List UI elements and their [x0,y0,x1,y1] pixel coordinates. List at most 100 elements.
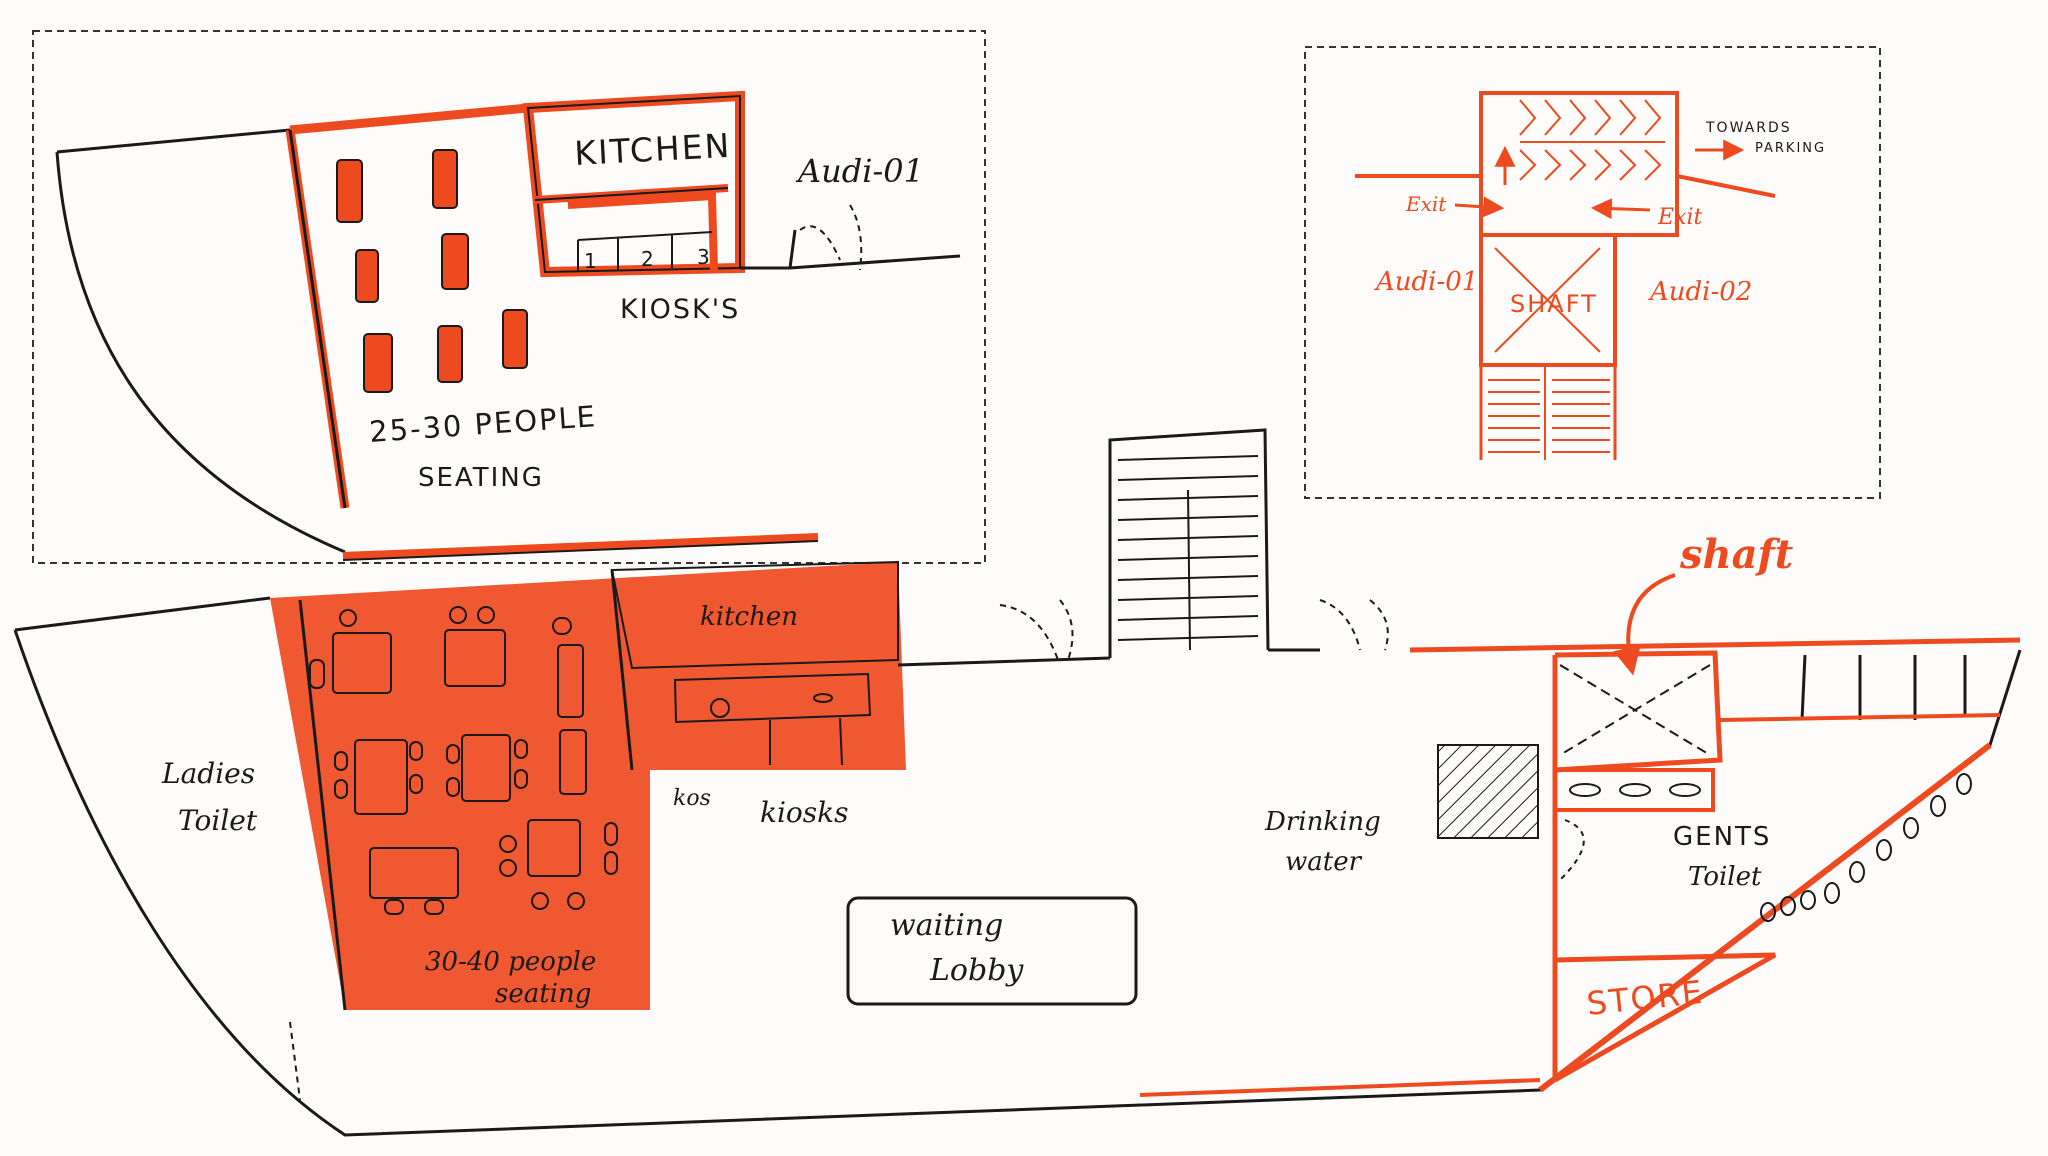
kitchen-label-plan: kitchen [700,602,798,632]
chair [334,779,348,799]
table [332,632,392,694]
wash-counter [1553,768,1715,812]
toilet-fixtures [1760,773,1972,922]
gents-label: GENTS [1673,822,1771,852]
store-label: STORE [1585,973,1706,1023]
left-inset-frame [32,30,986,564]
chair [424,899,444,915]
table-group [336,149,528,393]
chair [514,739,528,759]
chair [384,899,404,915]
table [441,233,469,290]
table [363,333,393,393]
seating-capacity-label: 25-30 PEOPLE [368,399,598,449]
outer-wall [13,596,2022,1137]
toilet [1780,896,1796,916]
audi-wall [740,229,961,270]
chair [339,609,357,627]
table [354,739,408,815]
exit-arrow [1590,198,1651,220]
stair-treads [1519,99,1665,181]
lobby-label: Lobby [929,953,1024,988]
kiosk-counter-plan [673,672,872,724]
chair [446,777,460,797]
drinking-label: Drinking [1264,807,1381,837]
chair [604,822,618,846]
chair [531,892,549,910]
chair [449,606,467,624]
svg-text:PARKING: PARKING [1755,141,1826,156]
table [355,249,379,303]
kiosk-number: 1 [584,249,597,273]
right-inset-detail: TOWARDS PARKING Exit Exit SHAFT Audi-01 … [1304,46,1881,499]
gents-toilet-label: Toilet [1688,862,1762,892]
seating-capacity-label-plan: 30-40 people [425,947,596,977]
lobby-label: waiting [890,908,1003,943]
outer-wall-marker [1538,742,1992,1093]
right-corridor-wall [1409,637,2021,653]
shaft-cross [1494,247,1601,353]
kiosks-label: KIOSK'S [620,294,740,325]
urinal [1956,773,1972,795]
table [437,325,463,383]
kiosk-counter: 1 2 3 [567,191,718,273]
bottom-wall-marker [342,533,819,560]
table [432,149,458,209]
chair [409,741,423,761]
audi-01-label-right: Audi-01 [1374,267,1478,297]
chair [604,851,618,875]
shaft-cross-plan [1559,664,1711,756]
kiosks-label-plan: kiosks [760,796,848,829]
store-walls [1553,952,1777,1083]
seating-label: SEATING [418,463,544,493]
chair [499,859,517,877]
ladies-toilet-label: Toilet [178,804,258,837]
drinking-water-hatch [1437,744,1539,839]
kiosk-number: 3 [697,245,710,269]
kitchen-outline [610,560,899,670]
chair [477,606,495,624]
staircase-box [1479,91,1679,237]
lower-stair-walls [1479,235,1617,460]
right-inset-frame [1304,46,1881,499]
table [557,644,584,718]
table [369,847,459,899]
chair [334,751,348,771]
kiosk-short-label: kos [673,786,711,811]
toilet [1800,890,1816,910]
exit-left-label: Exit [1405,192,1447,216]
chair [446,744,460,764]
ladies-label: Ladies [161,757,255,790]
table [559,729,587,795]
door-swing [999,599,1074,661]
curved-wall [55,128,346,554]
table [444,629,506,687]
shaft-label: SHAFT [1510,290,1598,318]
urinal [1849,861,1865,883]
urinal [1930,795,1946,817]
chair [499,835,517,853]
chair [309,659,325,689]
shaft-label-plan: shaft [1679,531,1794,578]
waiting-lobby-outline [846,896,1138,1006]
towards-label: TOWARDS [1705,120,1792,136]
seating-tables [309,606,618,915]
urinal [1903,817,1919,839]
door-swing [1319,599,1389,651]
lower-stair-treads [1488,365,1610,460]
kitchen-label: KITCHEN [573,126,732,173]
chair [514,769,528,789]
left-inset-detail: KITCHEN 1 2 3 Audi-01 KIOSK'S 25-30 PEOP… [32,30,986,564]
door-swing [799,204,863,271]
seating-area-fill [270,562,906,1010]
toilet [1760,902,1776,922]
audi-02-label: Audi-02 [1648,277,1752,307]
stair-walls [897,428,1320,667]
seating-label-plan: seating [495,979,591,1009]
table [502,309,528,369]
audi-01-label: Audi-01 [795,152,924,190]
table [336,159,363,223]
water-label: water [1285,847,1363,877]
table [527,819,581,877]
